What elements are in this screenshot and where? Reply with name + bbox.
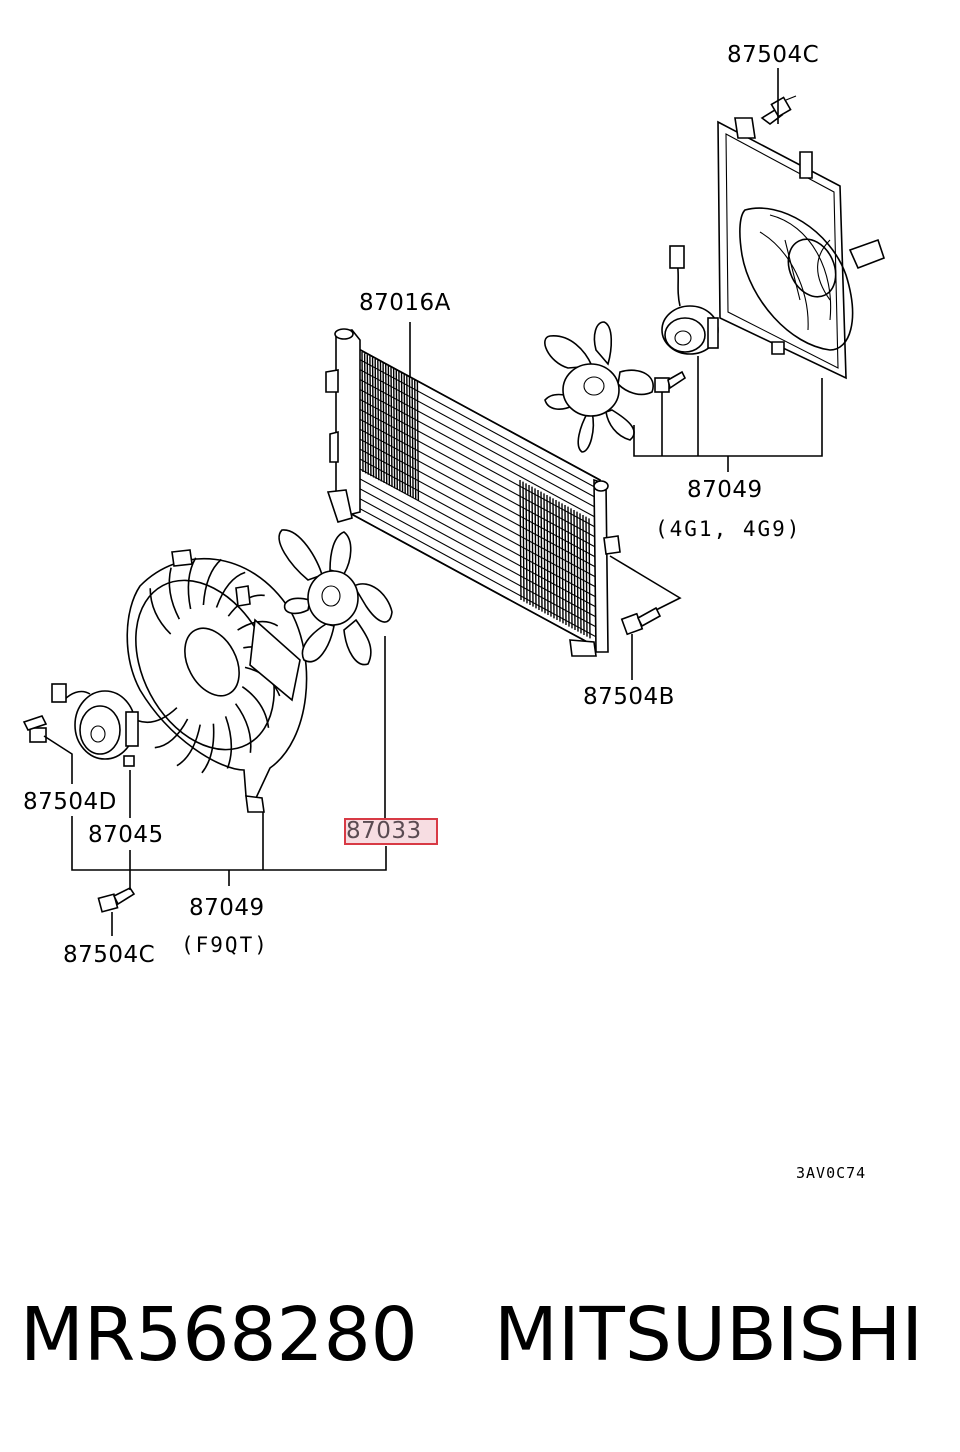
condenser-tube-line <box>343 469 602 611</box>
condenser-fin-line <box>377 360 380 481</box>
condenser-fin-line <box>534 488 537 609</box>
condenser-fin-line <box>582 514 585 636</box>
footer-brand: MITSUBISHI <box>494 1292 924 1378</box>
shroud-rib-line <box>187 557 197 610</box>
condenser-fin-line <box>552 498 555 619</box>
shroud-rib-line <box>237 620 279 631</box>
condenser-fin-line <box>366 354 369 475</box>
callout-87045: 87045 <box>88 822 164 848</box>
condenser-fin-line <box>414 379 417 500</box>
shroud-rib-line <box>176 724 201 767</box>
bolt-top-87504c <box>760 95 797 125</box>
condenser-fin-line <box>561 503 564 624</box>
condenser-fin-line <box>531 486 534 607</box>
leader-lines-left <box>71 770 387 890</box>
condenser-fin-line <box>585 516 588 637</box>
shroud-rib-line <box>154 718 189 749</box>
condenser-fin-line <box>395 369 398 490</box>
callout-87049-left-variant: (F9QT) <box>181 933 269 957</box>
condenser-fin-line <box>379 361 383 482</box>
callout-87049-left: 87049 <box>189 895 265 921</box>
condenser-fin-line <box>416 380 420 501</box>
shroud-rib-line <box>224 716 233 769</box>
shroud-rib-line <box>137 707 178 724</box>
bolt-87504b <box>609 555 682 680</box>
diagram-code: 3AV0C74 <box>796 1164 867 1182</box>
shroud-rib-line <box>202 558 222 606</box>
condenser-fin-line <box>522 481 525 602</box>
shroud-rib-line <box>201 723 215 774</box>
shroud-rib-line <box>149 588 172 635</box>
callout-87049-right: 87049 <box>687 477 763 503</box>
condenser-fin-line <box>403 373 406 494</box>
callout-87033-highlighted[interactable]: 87033 <box>344 818 438 845</box>
left-fan-blade <box>278 529 393 818</box>
leader-lines-right <box>633 68 823 472</box>
condenser-tube-line <box>343 479 602 621</box>
condenser-fin-line <box>549 496 552 617</box>
bolt-bottom-87504c <box>97 886 136 936</box>
condenser-fin-line <box>390 366 393 488</box>
condenser-tube-line <box>343 499 603 641</box>
callout-87504d: 87504D <box>23 789 117 815</box>
condenser-fin-line <box>369 356 372 477</box>
condenser-fin-line <box>576 511 579 632</box>
callout-87504c-top: 87504C <box>727 42 820 68</box>
callout-87504b: 87504B <box>583 684 675 710</box>
condenser-fin-line <box>564 504 567 626</box>
condenser-fin-line <box>400 372 404 493</box>
right-fan-blade <box>544 321 654 453</box>
condenser-fin-line <box>363 353 367 474</box>
condenser-fin-line <box>546 494 549 616</box>
condenser-fin-line <box>558 501 561 622</box>
right-fan-shroud <box>717 117 886 380</box>
condenser-fin-line <box>537 489 540 611</box>
condenser-fin-line <box>398 371 401 492</box>
condenser-fin-line <box>570 508 573 629</box>
condenser-fin-line <box>361 351 364 473</box>
right-fan-motor <box>661 245 719 355</box>
condenser-fin-line <box>374 358 377 479</box>
condenser-fin-line <box>528 484 531 606</box>
left-fan-shroud <box>126 549 308 813</box>
condenser-fin-line <box>382 362 385 483</box>
condenser-fin-line <box>567 506 570 627</box>
condenser-fin-line <box>519 479 522 601</box>
bolt-87504d <box>22 715 73 784</box>
condenser-fin-line <box>406 375 409 496</box>
shroud-rib-line <box>215 571 246 608</box>
callout-87016a: 87016A <box>359 290 451 316</box>
condenser-fin-line <box>579 513 582 634</box>
footer-part-number: MR568280 <box>20 1292 418 1378</box>
condenser-fin-line <box>385 364 388 485</box>
condenser-fin-line <box>540 491 543 612</box>
shroud-rib-line <box>168 567 181 620</box>
condenser-fin-line <box>588 518 591 639</box>
condenser-fin-line <box>411 377 414 498</box>
condenser-fin-line <box>543 493 546 614</box>
callout-87049-right-variant: (4G1, 4G9) <box>655 517 802 541</box>
condenser-fin-line <box>573 509 576 631</box>
left-fan-motor <box>51 683 139 767</box>
condenser-fin-line <box>555 499 558 621</box>
condenser-fin-line <box>525 483 528 604</box>
condenser <box>325 322 621 657</box>
condenser-tube-line <box>343 489 603 631</box>
bolt-right-motor <box>654 370 687 393</box>
condenser-fin-line <box>392 368 396 489</box>
condenser-fin-line <box>408 376 412 497</box>
callout-87504c-bottom: 87504C <box>63 942 156 968</box>
condenser-fin-line <box>371 357 375 478</box>
shroud-rib-line <box>234 703 252 753</box>
shroud-rib-line <box>241 686 270 728</box>
condenser-fin-line <box>387 365 391 486</box>
